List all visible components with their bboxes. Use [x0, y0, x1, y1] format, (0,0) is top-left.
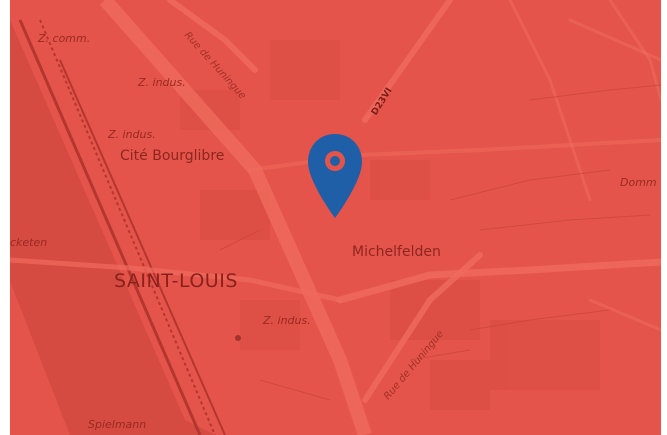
label-saint-louis: SAINT-LOUIS: [114, 270, 238, 292]
label-z-indus-top: Z. indus.: [138, 76, 186, 89]
label-z-indus-bottom: Z. indus.: [263, 314, 311, 327]
railway: [10, 19, 226, 435]
label-michelfelden: Michelfelden: [352, 244, 441, 260]
label-cite-bourglibre: Cité Bourglibre: [120, 148, 225, 164]
urban-blocks: [180, 40, 600, 410]
label-domm: Domm: [620, 176, 657, 189]
label-z-comm: Z. comm.: [38, 32, 91, 45]
label-z-indus-left: Z. indus.: [108, 128, 156, 141]
map-base-layer: [10, 0, 661, 435]
highway: [99, 0, 372, 435]
poi-dot: [235, 335, 241, 341]
map-pin-icon[interactable]: [306, 132, 364, 220]
streets: [219, 84, 661, 401]
map-canvas[interactable]: Z. comm. Z. indus. Z. indus. Cité Bourgl…: [10, 0, 661, 435]
label-ecketen: cketen: [10, 236, 48, 249]
label-spielmann: Spielmann: [88, 418, 147, 431]
roads: [10, 0, 661, 403]
